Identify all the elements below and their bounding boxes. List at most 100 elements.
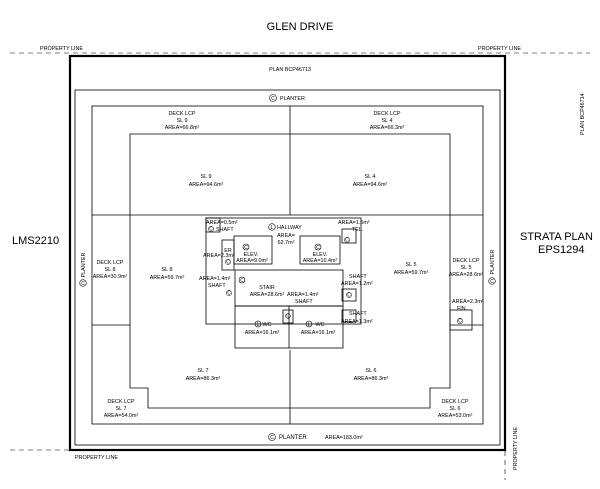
lower-units-outline (92, 324, 483, 409)
sl4-area: AREA=94.6m² (353, 182, 388, 188)
common-property-symbol (285, 313, 291, 319)
planter-bottom-label: PLANTER (279, 435, 307, 441)
common-property-symbol (208, 226, 214, 232)
deck-sl4-lot: SL 4 (382, 118, 393, 124)
common-symbol-letter: C (316, 245, 320, 251)
common-symbol-letter: C (458, 319, 462, 325)
common-symbol-letter: C (240, 278, 244, 284)
limited-symbol-letter: L (257, 322, 260, 328)
plan-top-label: PLAN BCP46713 (269, 67, 311, 73)
elev-left-name: ELEV. (244, 252, 259, 258)
hallway-name: HALLWAY (277, 225, 302, 231)
common-property-symbol (456, 317, 464, 325)
shaft-r2-name: SHAFT (349, 311, 367, 317)
plan-right-label: PLAN BCP46714 (580, 93, 586, 135)
limited-symbol-letter: L (308, 322, 311, 328)
property-line-label-bottom: PROPERTY LINE (75, 455, 118, 461)
common-symbol-letter: C (227, 291, 231, 297)
lot-boundary (68, 54, 507, 452)
sl5-area: AREA=59.7m² (394, 270, 429, 276)
limited-common-symbol (305, 320, 313, 328)
common-symbol-letter: C (347, 293, 351, 299)
shaft-l-area: AREA=1.4m² (199, 276, 231, 282)
deck-sl8-title: DECK LCP (97, 260, 124, 266)
elev-right-name: ELEV. (313, 252, 328, 258)
common-symbol-letter: C (270, 435, 274, 441)
er-name: ER (224, 248, 232, 254)
hallway-area: 62.7m² (278, 240, 295, 246)
shaft-r1-name: SHAFT (349, 274, 367, 280)
sl9-name: SL 9 (201, 174, 212, 180)
deck-sl4-title: DECK LCP (374, 111, 401, 117)
deck-sl9-title: DECK LCP (169, 111, 196, 117)
common-property-symbol (488, 277, 496, 285)
shaft-right-1 (341, 288, 357, 302)
sl7-area: AREA=86.3m² (186, 376, 221, 382)
wc-right-area: AREA=16.1m² (301, 330, 336, 336)
left-plan-label: LMS2210 (12, 235, 59, 247)
sl5-name: SL 5 (406, 262, 417, 268)
tel-area: AREA=1.5m² (338, 220, 370, 226)
common-symbol-letter: C (209, 227, 213, 233)
deck-sl7-title: DECK LCP (108, 399, 135, 405)
sl6-area: AREA=86.3m² (354, 376, 389, 382)
wc-left-area: AREA=16.1m² (245, 330, 280, 336)
shaft-c-area: AREA=1.4m² (287, 292, 319, 298)
planter-right-label: PLANTER (490, 249, 496, 274)
wc-right-name: WC (316, 322, 325, 328)
right-plan-label-line2: EPS1294 (538, 244, 584, 256)
stair-well (234, 269, 344, 307)
property-line-label-top-right: PROPERTY LINE (478, 46, 521, 52)
fin-name: FIN (457, 306, 466, 312)
property-line-label-top-left: PROPERTY LINE (40, 46, 83, 52)
elev-right-area: AREA=10.4m² (303, 258, 338, 264)
stair-name: STAIR (259, 285, 275, 291)
common-property-symbol (79, 279, 87, 287)
bottom-area-label: AREA=183.0m² (325, 435, 363, 441)
deck-sl5-title: DECK LCP (453, 258, 480, 264)
common-property-symbol (242, 243, 250, 251)
tel-room (341, 228, 357, 244)
er-room (221, 239, 235, 271)
sl6-name: SL 6 (366, 368, 377, 374)
deck-sl7-lot: SL 7 (116, 406, 127, 412)
deck-sl9-area: AREA=66.8m² (165, 125, 200, 131)
common-property-symbol (226, 290, 232, 296)
planter-left-label: PLANTER (81, 252, 87, 277)
common-property-symbol (314, 243, 322, 251)
deck-sl7-area: AREA=54.0m² (104, 413, 139, 419)
deck-sl6-title: DECK LCP (442, 399, 469, 405)
street-name: GLEN DRIVE (267, 21, 334, 33)
planter-top-label: PLANTER (280, 96, 305, 102)
deck-sl9-lot: SL 9 (177, 118, 188, 124)
shaft-c-name: SHAFT (295, 299, 313, 305)
common-property-symbol (344, 237, 350, 243)
common-property-symbol (238, 276, 246, 284)
er-area: AREA=2.3m² (203, 253, 235, 259)
common-symbol-letter: C (244, 245, 248, 251)
shaft-top-left (205, 217, 221, 233)
sl4-name: SL 4 (365, 174, 376, 180)
right-plan-label-line1: STRATA PLAN (520, 231, 593, 243)
sl8-name: SL 8 (162, 267, 173, 273)
shaft-r2-area: AREA=1.3m² (341, 319, 373, 325)
common-symbol-letter: C (345, 238, 349, 244)
property-line-label-right: PROPERTY LINE (513, 427, 519, 470)
upper-units-outline (92, 133, 483, 216)
sl9-area: AREA=94.6m² (189, 182, 224, 188)
limited-symbol-letter: L (271, 225, 274, 231)
building-outline (74, 89, 501, 446)
sl7-name: SL 7 (198, 368, 209, 374)
shaft-l-name: SHAFT (208, 283, 226, 289)
deck-sl5-lot: SL 5 (461, 265, 472, 271)
deck-sl8-lot: SL 8 (105, 267, 116, 273)
common-symbol-letter: C (81, 281, 85, 287)
shaft-center (282, 309, 294, 324)
shaft-right-2 (341, 309, 357, 323)
deck-sl4-area: AREA=66.3m² (370, 125, 405, 131)
core-outline (205, 217, 362, 325)
shaft-tl-area: AREA=0.5m² (206, 220, 238, 226)
common-property-symbol (269, 94, 277, 102)
deck-sl8-area: AREA=30.9m² (93, 274, 128, 280)
